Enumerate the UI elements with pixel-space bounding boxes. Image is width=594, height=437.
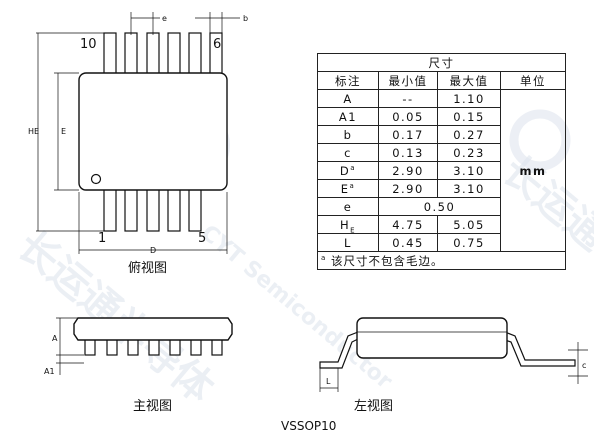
lead-bottom-3	[146, 187, 160, 232]
row-min: 2.90	[378, 179, 438, 198]
row-min: 4.75	[378, 215, 438, 234]
row-max: 1.10	[437, 89, 501, 108]
row-label: e	[317, 197, 379, 216]
lead-top-2	[146, 32, 160, 76]
row-max: 5.05	[437, 215, 501, 234]
lead-bottom-4	[167, 187, 181, 232]
row-label: HE	[317, 215, 379, 234]
row-min: --	[378, 89, 438, 108]
package-name: VSSOP10	[281, 419, 336, 433]
table-title: 尺寸	[317, 53, 566, 72]
dim-label-E: E	[61, 127, 66, 136]
table-row: A1 0.05 0.15	[317, 107, 566, 126]
side-lead-left	[319, 331, 361, 369]
pin-label-1: 1	[98, 231, 106, 246]
top-view-caption: 俯视图	[128, 260, 167, 276]
dim-label-L: L	[326, 377, 331, 386]
dim-label-e: e	[162, 14, 167, 23]
lead-bottom-5	[188, 187, 202, 232]
pin1-marker	[90, 173, 102, 185]
top-view: 10 6 1 5 e b HE E D 俯视图	[28, 12, 248, 276]
row-max: 0.75	[437, 233, 501, 252]
dim-label-HE: HE	[28, 127, 39, 136]
table-note: a 该尺寸不包含毛边。	[317, 251, 566, 270]
table-row: HE 4.75 5.05	[317, 215, 566, 234]
dim-label-b: b	[243, 14, 248, 23]
pin-label-10: 10	[80, 37, 97, 52]
row-max: 0.23	[437, 143, 501, 162]
row-label: A	[317, 89, 379, 108]
package-body-side	[356, 317, 508, 359]
dimension-table: 尺寸 标注 最小值 最大值 单位 A -- 1.10 mm A1 0.05 0.…	[317, 53, 566, 270]
header-unit: 单位	[500, 71, 566, 90]
row-label: Ea	[317, 179, 379, 198]
lead-top-1	[124, 32, 138, 76]
row-min: 0.17	[378, 125, 438, 144]
row-min: 0.05	[378, 107, 438, 126]
watermark-text-left: 长运通半导体	[9, 222, 222, 412]
lead-top-4	[188, 32, 202, 76]
lead-top-0	[103, 32, 117, 76]
table-row: L 0.45 0.75	[317, 233, 566, 252]
row-min: 2.90	[378, 161, 438, 180]
table-row: c 0.13 0.23	[317, 143, 566, 162]
dim-label-D: D	[150, 246, 156, 255]
dim-label-A1: A1	[44, 367, 55, 376]
pin-label-6: 6	[213, 37, 221, 52]
lead-bottom-1	[103, 187, 117, 232]
row-max: 0.15	[437, 107, 501, 126]
row-label: c	[317, 143, 379, 162]
lead-top-3	[167, 32, 181, 76]
front-view-caption: 主视图	[133, 399, 172, 414]
row-nominal: 0.50	[378, 197, 501, 216]
row-min: 0.45	[378, 233, 438, 252]
row-label: Da	[317, 161, 379, 180]
header-label: 标注	[317, 71, 379, 90]
header-min: 最小值	[378, 71, 438, 90]
side-view-caption: 左视图	[354, 399, 393, 414]
row-label: L	[317, 233, 379, 252]
pin-label-5: 5	[198, 231, 206, 246]
table-header-row: 标注 最小值 最大值 单位	[317, 71, 566, 90]
dim-label-c: c	[582, 361, 586, 370]
front-view: A A1 主视图	[44, 317, 233, 414]
unit-cell: mm	[500, 89, 566, 252]
lead-bottom-2	[124, 187, 138, 232]
row-label: b	[317, 125, 379, 144]
package-body-front	[73, 317, 233, 341]
header-max: 最大值	[437, 71, 501, 90]
table-row: A -- 1.10 mm	[317, 89, 566, 252]
row-max: 3.10	[437, 179, 501, 198]
package-body-top	[78, 72, 228, 191]
row-min: 0.13	[378, 143, 438, 162]
row-max: 3.10	[437, 161, 501, 180]
side-view: L c 左视图	[319, 317, 588, 414]
row-max: 0.27	[437, 125, 501, 144]
side-lead-right	[504, 331, 576, 367]
dim-label-A: A	[52, 334, 58, 343]
row-label: A1	[317, 107, 379, 126]
